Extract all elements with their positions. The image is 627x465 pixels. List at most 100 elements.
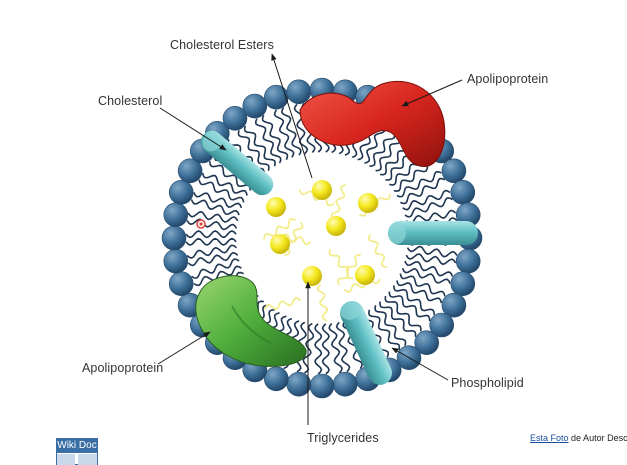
arrow-cholesterol [159,107,227,151]
phospholipid-head [168,180,194,205]
fatty-acid-tail [185,230,237,239]
phospholipid-head [163,202,189,228]
fatty-acid-tail [186,218,238,231]
triglyceride-strand [316,284,329,322]
label-cholesterol-esters: Cholesterol Esters [170,38,274,52]
fatty-acid-tail [209,161,251,191]
cholesterol-ester-sphere [302,266,322,286]
phospholipid-head [263,84,289,110]
label-cholesterol: Cholesterol [98,94,163,108]
fatty-acid-tail [328,323,343,374]
fatty-acid-tail [198,179,245,203]
arrow-cholesterol-esters [271,53,313,179]
cholesterol-molecule-lower-right [340,300,392,385]
fatty-acid-tail [186,244,237,259]
fatty-acid-tail [405,253,457,266]
arrow-apolipoprotein-bottom [157,331,211,365]
fatty-acid-tail [281,107,302,156]
phospholipid-head [168,271,194,297]
label-apolipoprotein-bottom: Apolipoprotein [82,361,164,375]
fatty-acid-tail [374,305,407,346]
fatty-acid-tail [335,321,351,373]
label-apolipoprotein-top: Apolipoprotein [467,72,549,86]
cholesterol-ester-sphere [266,197,286,217]
cursor-marker-center [199,222,203,226]
fatty-acid-tail [243,125,277,167]
label-phospholipid: Phospholipid [451,376,524,390]
phospholipid-head [263,366,289,392]
fatty-acid-tail [321,323,330,375]
fatty-acid-tail [388,291,431,322]
wikidoc-logo[interactable]: Wiki Doc [56,438,98,465]
phospholipid-head [450,271,476,297]
fatty-acid-tail [396,280,443,304]
fatty-acid-tail [187,251,239,267]
fatty-acid-tail [187,210,239,223]
triglyceride-strand [330,184,346,220]
credit-text: de Autor Desconh [571,433,627,443]
fatty-acid-tail [393,285,435,315]
triglyceride-strand [367,234,388,268]
fatty-acid-tail [185,237,237,246]
fatty-acid-tail [367,309,401,351]
image-credit: Esta Foto de Autor Desconh [530,433,627,443]
fatty-acid-tail [404,260,454,277]
phospholipid-head [242,93,268,119]
phospholipid-head [332,371,358,397]
cholesterol-ester-sphere [326,216,346,236]
fatty-acid-tail [261,114,289,160]
triglyceride-strand [264,296,301,310]
phospholipid-head [286,79,312,105]
credit-link[interactable]: Esta Foto [530,433,569,443]
fatty-acid-tail [401,267,451,284]
fatty-acid-tail [254,118,282,164]
fatty-acid-tail [273,109,295,158]
triglyceride-strand [344,278,381,293]
phospholipid-head [441,292,467,318]
fatty-acid-tail [400,177,446,205]
fatty-acid-tail [193,192,243,209]
cholesterol-ester-sphere [355,265,375,285]
fatty-acid-tail [237,130,270,171]
fatty-acid-tail [402,189,451,211]
phospholipid-head [414,330,440,356]
phospholipid-head [177,158,203,184]
cholesterol-ester-sphere [312,180,332,200]
arrow-phospholipid [391,347,449,381]
apolipoprotein-green-shape [195,275,307,367]
fatty-acid-tail [190,199,240,216]
logo-block-right [78,454,97,465]
phospholipid-head [163,248,189,274]
apolipoprotein-red-shape [299,80,446,167]
fatty-acid-tail [379,301,417,337]
fatty-acid-tail [384,296,422,332]
apolipoprotein-green-fold [231,305,273,345]
lipid-core [263,180,391,322]
fatty-acid-tail [406,245,458,258]
cholesterol-molecule-right [388,221,478,245]
fatty-acid-tail [399,273,446,297]
phospholipid-head [222,106,248,131]
triglyceride-strand [299,189,335,207]
fatty-acid-tail [396,170,442,198]
cholesterol-molecule-upper-left [200,130,274,196]
fatty-acid-tail [404,197,453,218]
fatty-acid-tail [191,258,240,279]
triglyceride-strand [337,254,361,285]
fatty-acid-tail [193,265,242,287]
phospholipid-head [309,373,335,399]
fatty-acid-tail [405,209,457,225]
fatty-acid-tail [314,323,323,375]
arrow-apolipoprotein-top [401,79,463,107]
phospholipid-head [450,180,476,205]
phospholipid-head [429,312,455,338]
phospholipid-head [455,248,481,274]
fatty-acid-tail [293,103,309,155]
phospholipid-head [161,225,187,251]
phospholipid-head [441,158,467,184]
cholesterol-ester-sphere [270,234,290,254]
logo-block-left [57,454,75,465]
fatty-acid-tail [201,172,248,196]
triglyceride-strand [328,249,354,280]
